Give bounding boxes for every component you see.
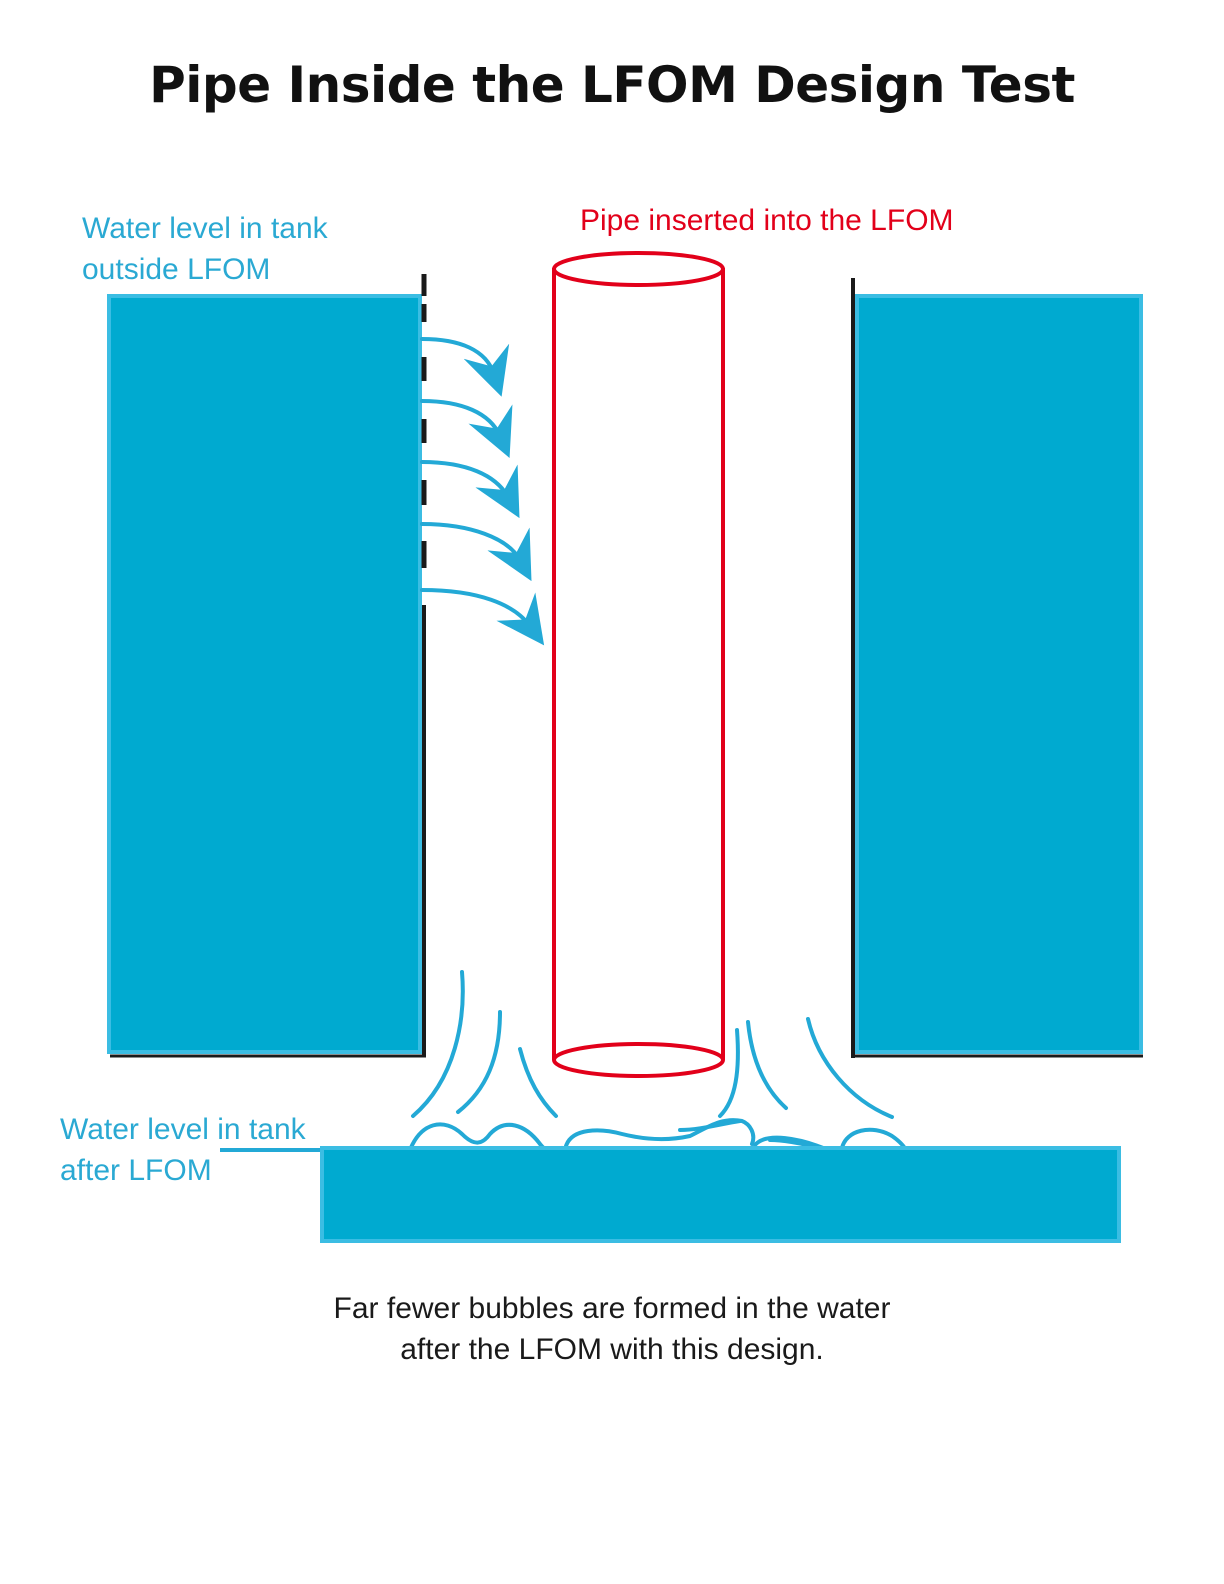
flow-arrow (420, 522, 532, 582)
flow-arrow (420, 460, 520, 519)
label-line: outside LFOM (82, 253, 271, 286)
label-water-level-outside: Water level in tank outside LFOM (82, 208, 328, 290)
inserted-pipe (552, 251, 725, 1078)
tank-water-outside-left (107, 294, 422, 1054)
orifice-flow-arrows (420, 337, 545, 646)
caption-line: after the LFOM with this design. (400, 1333, 824, 1366)
flow-arrow (420, 588, 545, 646)
falling-water-streams (411, 970, 894, 1119)
label-line: Water level in tank (60, 1113, 306, 1146)
pipe-top-opening (552, 251, 725, 287)
label-line: Water level in tank (82, 212, 328, 245)
pipe-bottom-opening (552, 1042, 725, 1078)
label-pipe-inserted: Pipe inserted into the LFOM (580, 200, 954, 241)
label-water-level-after: Water level in tank after LFOM (60, 1109, 306, 1191)
caption-line: Far fewer bubbles are formed in the wate… (333, 1292, 891, 1325)
flow-arrow (420, 337, 510, 397)
label-line: Pipe inserted into the LFOM (580, 204, 954, 237)
diagram-title: Pipe Inside the LFOM Design Test (149, 56, 1075, 114)
flow-arrow (420, 399, 513, 459)
label-line: after LFOM (60, 1154, 212, 1187)
tank-water-after-lfom (320, 1146, 1121, 1243)
tank-water-outside-right (855, 294, 1143, 1054)
diagram-caption: Far fewer bubbles are formed in the wate… (0, 1288, 1224, 1370)
